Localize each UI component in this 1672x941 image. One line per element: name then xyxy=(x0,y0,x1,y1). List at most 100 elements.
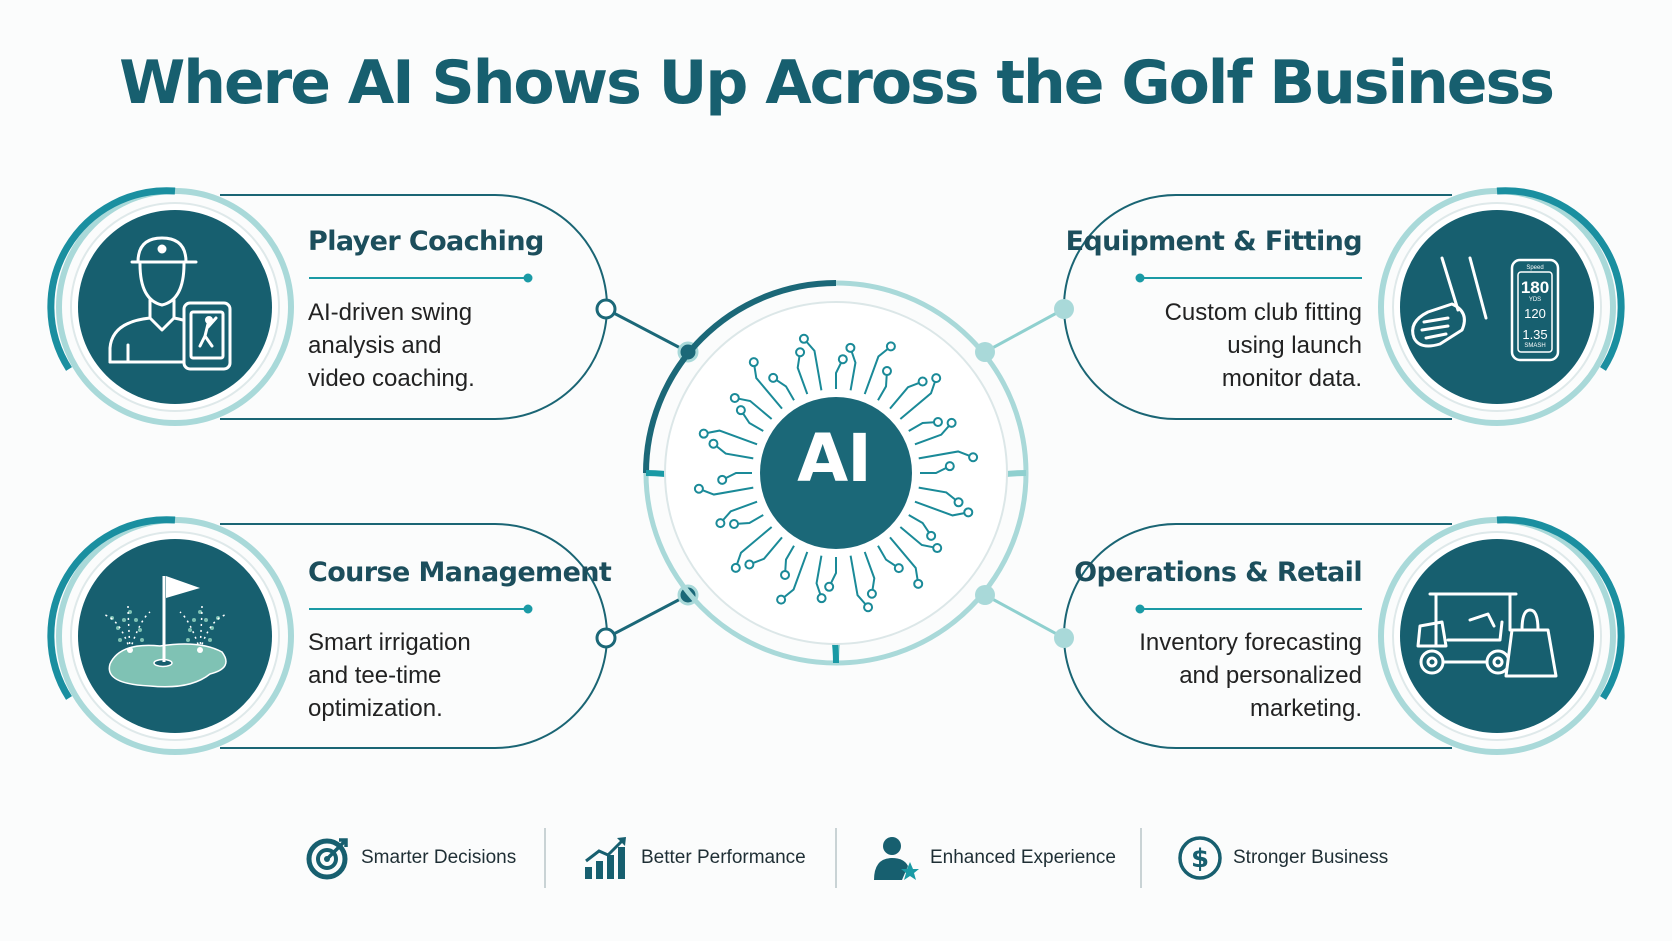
circuit-node xyxy=(744,559,755,570)
monitor-value-1: 180 xyxy=(1521,278,1549,297)
circuit-trace xyxy=(914,500,969,517)
title-underlines xyxy=(309,273,1362,614)
desc-line: Smart irrigation xyxy=(308,629,471,656)
connector-course-management xyxy=(605,593,689,640)
target-icon xyxy=(306,838,348,880)
desc-line: Custom club fitting xyxy=(1164,299,1362,326)
circuit-node xyxy=(795,347,806,358)
circuit-node xyxy=(715,518,726,529)
card-desc-operations: Inventory forecasting and personalized m… xyxy=(1080,626,1362,725)
desc-line: AI-driven swing xyxy=(308,299,473,326)
card-desc-course-management: Smart irrigation and tee-time optimizati… xyxy=(308,626,538,725)
circuit-node xyxy=(917,376,928,387)
monitor-unit-3: SMASH xyxy=(1524,343,1545,349)
circuit-trace xyxy=(889,380,923,410)
circuit-trace xyxy=(780,551,809,601)
connector-operations xyxy=(984,593,1065,640)
circuit-node xyxy=(913,578,924,589)
circuit-node xyxy=(963,507,974,518)
circuit-trace xyxy=(899,526,938,550)
circuit-trace xyxy=(918,450,974,460)
desc-line: monitor data. xyxy=(1221,365,1362,392)
circuit-node xyxy=(946,417,957,428)
circuit-trace xyxy=(734,526,773,569)
circuit-node xyxy=(735,405,746,416)
benefit-label: Enhanced Experience xyxy=(930,847,1116,868)
circuit-trace xyxy=(733,514,764,525)
circuit-trace xyxy=(908,421,939,432)
club-launch-monitor-icon xyxy=(1411,256,1560,362)
circuit-trace xyxy=(703,429,758,446)
circuit-trace xyxy=(828,557,837,588)
circuit-node xyxy=(845,342,856,353)
circuit-node xyxy=(944,461,955,472)
circuit-trace xyxy=(899,377,938,420)
circuit-trace xyxy=(719,500,758,524)
desc-line: video coaching. xyxy=(308,365,475,392)
circuit-trace xyxy=(835,358,844,389)
card-title-equipment: Equipment & Fitting xyxy=(1065,226,1363,257)
connector-player-coaching xyxy=(605,307,689,354)
green-flag-sprinkler-icon xyxy=(104,576,227,688)
benefit-label: Better Performance xyxy=(641,847,806,868)
circuit-node xyxy=(693,483,704,494)
circuit-node xyxy=(708,438,719,449)
circuit-node xyxy=(798,333,809,344)
circuit-node xyxy=(837,354,848,365)
circuit-trace xyxy=(920,465,951,474)
monitor-value-3: 1.35 xyxy=(1522,327,1547,342)
circuit-trace xyxy=(877,370,888,401)
desc-line: and personalized xyxy=(1179,662,1362,689)
circuit-node xyxy=(881,366,892,377)
desc-line: marketing. xyxy=(1249,695,1362,722)
page-title: Where AI Shows Up Across the Golf Busine… xyxy=(119,48,1555,118)
ai-center-label: AI xyxy=(797,420,872,497)
circuit-trace xyxy=(863,345,892,395)
benefit-label: Stronger Business xyxy=(1233,847,1389,868)
card-desc-player-coaching: AI-driven swing analysis and video coach… xyxy=(308,296,538,395)
benefit-better-performance: Better Performance xyxy=(583,837,806,879)
icon-circle-course-management xyxy=(47,516,294,755)
circuit-trace xyxy=(914,422,953,446)
circuit-node xyxy=(953,497,964,508)
circuit-node xyxy=(932,417,943,428)
circuit-node xyxy=(932,543,943,554)
user-star-icon xyxy=(874,837,919,880)
ai-core-circle xyxy=(760,397,912,549)
circuit-trace xyxy=(849,555,869,608)
circuit-trace xyxy=(734,396,773,420)
circuit-trace xyxy=(877,545,900,569)
circuit-lines xyxy=(693,333,979,613)
circuit-node xyxy=(768,372,779,383)
benefit-label: Smarter Decisions xyxy=(361,847,517,868)
card-title-course-management: Course Management xyxy=(308,557,612,588)
ai-hub xyxy=(643,280,1029,666)
card-title-player-coaching: Player Coaching xyxy=(308,226,544,257)
circuit-trace xyxy=(863,551,876,594)
circuit-trace xyxy=(740,409,764,432)
circuit-trace xyxy=(849,347,857,391)
benefit-stronger-business: $ Stronger Business xyxy=(1177,836,1389,880)
icon-circle-operations xyxy=(1378,516,1625,755)
circuit-node xyxy=(926,530,937,541)
circuit-trace xyxy=(784,545,795,576)
connectors xyxy=(605,307,1065,640)
benefit-enhanced-experience: Enhanced Experience xyxy=(872,837,1116,880)
circuit-trace xyxy=(803,338,823,391)
circuit-trace xyxy=(772,377,795,401)
desc-line: optimization. xyxy=(308,695,443,722)
circuit-node xyxy=(698,428,709,439)
desc-line: and tee-time xyxy=(308,662,442,689)
circuit-node xyxy=(780,569,791,580)
launch-monitor-readout: Speed 180 YDS 120 1.35 SMASH xyxy=(1521,265,1549,349)
circuit-node xyxy=(866,588,877,599)
desc-line: Inventory forecasting xyxy=(1139,629,1362,656)
circuit-node xyxy=(863,602,874,613)
circuit-trace xyxy=(752,362,783,410)
circuit-node xyxy=(893,563,904,574)
bar-chart-growth-icon xyxy=(585,837,626,879)
circuit-trace xyxy=(908,514,932,537)
golf-cart-shopping-bag-icon xyxy=(1416,592,1558,678)
